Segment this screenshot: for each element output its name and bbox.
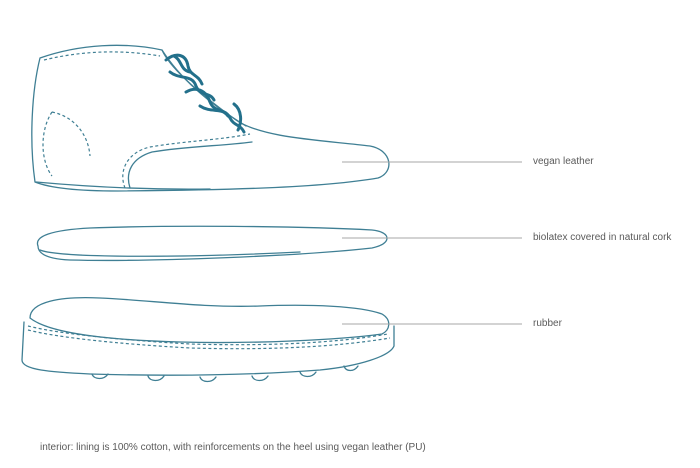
shoe-outsole [21, 296, 395, 383]
footnote-interior: interior: lining is 100% cotton, with re… [40, 442, 426, 453]
shoe-insole [36, 225, 388, 262]
label-rubber: rubber [533, 318, 562, 329]
label-insole-material: biolatex covered in natural cork [533, 232, 672, 243]
label-vegan-leather: vegan leather [533, 156, 594, 167]
shoe-laces [164, 53, 246, 134]
shoe-upper [31, 44, 390, 192]
